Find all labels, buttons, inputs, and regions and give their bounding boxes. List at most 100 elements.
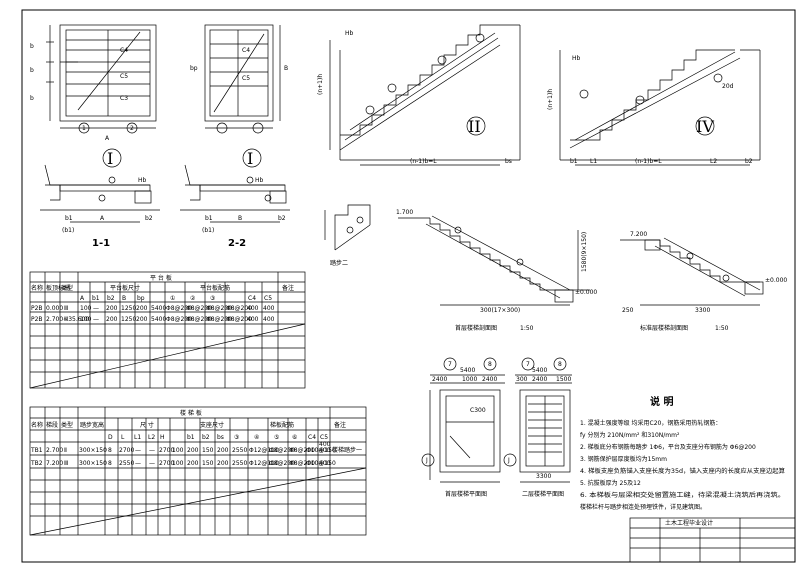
cut-1: 1 [82,125,86,132]
t1-r1-c10: Φ8@200 [186,316,212,323]
sec1-a: A [100,215,105,222]
t2-r0-c7: — [149,447,155,454]
roman-ii: II [468,117,481,136]
t1-h2-3: B [122,295,126,302]
t1-r0-c6: 1250 [121,305,136,312]
t2-r0-c13: 2550 [232,447,247,454]
t1-h-note: 备注 [282,284,294,292]
second-floor-plan [503,357,572,483]
t2-h-rebar: 梯板配筋 [270,421,294,429]
t2-r0-c2: Ⅱ [64,447,67,454]
t1-r1-c14: 400 [263,316,275,323]
note-1: 1. 混凝土强度等级 均采用C20，钢筋采用热轧钢筋： [580,419,721,427]
t2-r0-c3: 300×150 [79,447,107,454]
t1-r1-c13: 400 [247,316,259,323]
sf-scale: 1:50 [715,325,729,332]
roman-i-b: I [247,149,253,168]
note-6b: 楼梯栏杆与踏步相连处预埋铁件，详见建筑图。 [580,503,706,511]
stair-iv-l2: L2 [710,158,717,165]
sp-axis-8: 8 [558,361,562,368]
stair-ii-rise: (n+1)h [317,74,324,95]
dim-b2: b [30,67,34,74]
t2-h2-1: L [121,434,125,441]
t2-h2-11: ⑥ [292,434,297,441]
t2-h2-12: C4 [308,434,316,441]
t1-h2-5: ① [170,295,175,302]
title-block-project: 土木工程毕业设计 [665,519,713,527]
t2-h2-8: ③ [234,434,239,441]
notes: 说 明 1. 混凝土强度等级 均采用C20，钢筋采用热轧钢筋： fy 分别为 2… [580,395,785,511]
t2-h-note: 备注 [334,421,346,429]
gp-dim-2: 1000 [462,376,477,383]
stair-ii-hb: Hb [345,30,354,37]
table2: 楼 梯 板 名称 梯段 类型 踏步宽高 尺 寸 支座尺寸 梯板配筋 备注 D L… [30,409,362,467]
dim-b: B [284,65,288,72]
sec1-title: 1-1 [92,238,110,249]
gp-title: 首层楼梯平面图 [445,490,487,498]
stair-ii [329,24,521,166]
t2-h2-0: D [108,434,113,441]
t1-r0-c1: 0.000 [46,305,63,312]
t2-r1-c14: Φ12@110 [249,460,279,467]
t2-r1-c3: 300×150 [79,460,107,467]
sec1-note: (b1) [62,227,74,234]
t1-h-size: 平台板尺寸 [110,284,140,292]
t2-r1-c7: — [149,460,155,467]
note-4: 4. 梯板支座负筋锚入支座长度为35d，锚入支座内的长度应从支座边起算 [580,467,785,475]
t2-r1-c13: 2550 [232,460,247,467]
sec2-hb: Hb [255,177,264,184]
t2-h2-10: ⑤ [274,434,279,441]
table2-frame [29,406,367,536]
t2-h2-4: H [160,434,165,441]
t2-r0-c9: 100 [172,447,184,454]
t2-r0-c4: 8 [108,447,112,454]
sp-dim-1: 300 [516,376,528,383]
t1-r0-c2: Ⅲ [64,305,68,312]
stair-iv-anchor: 20d [722,83,734,90]
sec1-b2: b2 [145,215,153,222]
t2-h-support: 支座尺寸 [200,421,224,429]
t1-r1-c3: 100 [80,316,92,323]
t1-r0-c11: Φ8@200 [206,305,232,312]
t1-h2-2: b2 [107,295,115,302]
t2-r0-c1: 2.700 [46,447,63,454]
t1-h2-8: C4 [248,295,256,302]
t2-r1-c9: 100 [172,460,184,467]
roman-i-a: I [107,149,113,168]
t2-r0-c14: Φ12@110 [249,447,279,454]
t1-r0-c0: P2B [31,305,43,312]
title-block [629,517,796,563]
gp-axis-7: 7 [448,361,452,368]
gf-elev-top: 1.700 [396,209,413,216]
plan-i-b [204,24,281,168]
stair-ii-run: (n-1)b=L [410,158,437,165]
note-2: 2. 梯板底分布钢筋每踏步 1Φ6，平台及支座分布钢筋为 Φ6@200 [580,443,756,451]
t1-h2-7: ③ [210,295,215,302]
table2-title: 楼 梯 板 [180,409,202,417]
t1-r1-c6: 1250 [121,316,136,323]
t2-r1-c1: 7.200 [46,460,63,467]
t2-r0-c18: 400 [319,447,331,454]
note-1b: fy 分别为 210N/mm² 和310N/mm² [580,431,680,439]
t2-h-run: 梯段 [46,421,58,429]
t2-h2-9: ④ [254,434,259,441]
roman-iv: IV [696,117,714,136]
plan-i-a [46,24,157,168]
table1-title: 平 台 板 [150,274,172,282]
sf-elev-mid: ±0.000 [765,277,787,284]
t1-h2-4: bp [137,295,145,302]
t1-h-rebar: 平台板配筋 [200,284,230,292]
sec2-title: 2-2 [228,238,246,249]
t2-r0-c19: 400 [319,441,331,448]
stair-ii-end: bs [505,158,512,165]
t1-r0-c3: 100 [80,305,92,312]
t2-h-step: 踏步宽高 [80,421,104,429]
dim-b1: b [30,43,34,50]
t1-r0-c7: 200 [136,305,148,312]
point-c4: C4 [120,47,128,54]
t2-h-size: 尺 寸 [140,421,154,429]
gf-rise: 1580(9×150) [581,232,588,272]
sp-row-j: J [507,457,510,464]
t1-h2-0: A [80,295,85,302]
